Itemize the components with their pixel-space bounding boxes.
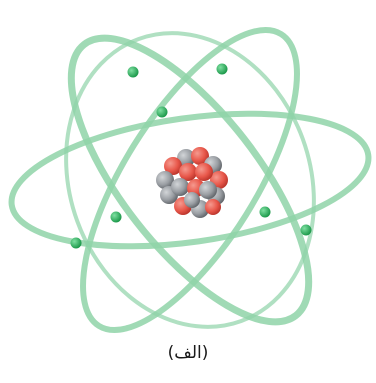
electron: [111, 212, 122, 223]
electron: [217, 64, 228, 75]
electron: [71, 238, 82, 249]
electron: [157, 107, 168, 118]
electron: [301, 225, 312, 236]
electron: [128, 67, 139, 78]
figure-caption: (الف): [0, 343, 376, 363]
nucleus: [156, 147, 228, 218]
orbits: [3, 0, 376, 362]
neutron: [171, 178, 189, 196]
neutron: [184, 192, 200, 208]
proton: [195, 163, 213, 181]
electron: [260, 207, 271, 218]
proton: [205, 199, 221, 215]
neutron: [199, 181, 217, 199]
